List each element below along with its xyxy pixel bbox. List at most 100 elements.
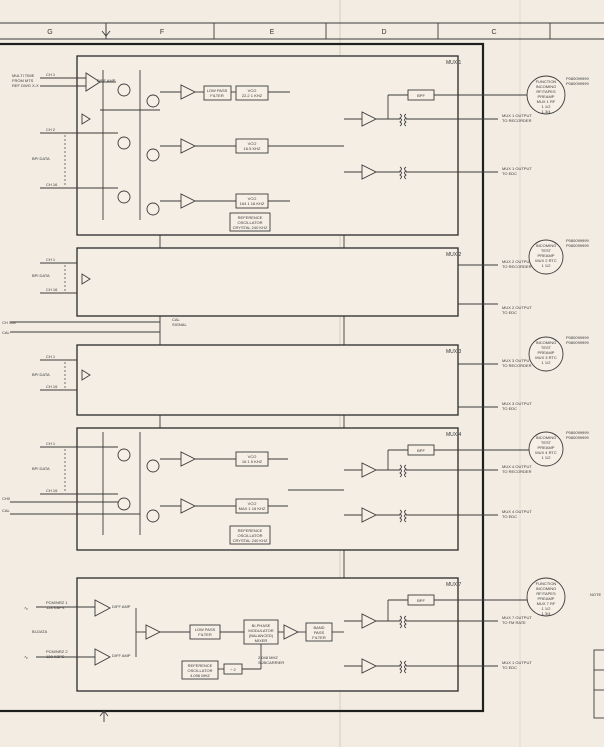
mux1-callout-line7: 1 3/4 <box>542 109 552 114</box>
mux2-left-note-2: CAL <box>2 330 11 335</box>
grid-col-c: C <box>491 29 496 36</box>
mux1-callout-line3: RF/TAPES <box>536 89 556 94</box>
mux4-ch15-label: CH 15 <box>46 488 58 493</box>
mux7-refosc-line3: 4.096 MHZ <box>190 673 210 678</box>
mux3-label: MUX 3 <box>446 349 462 355</box>
mux7-lowpass-line2: FILTER <box>198 632 212 637</box>
mux7-transformer-2-icon <box>399 660 407 674</box>
mux7-callout-line5: MUX 7 RF <box>537 601 556 606</box>
mux2-box <box>76 247 459 317</box>
mux1-transformer-2-icon <box>399 166 407 180</box>
mux4-out1-line2: TO RECORDER <box>502 469 532 474</box>
grid-col-e: E <box>270 29 275 36</box>
mux1-section: MUX 1 MULTI TIME FROM MTS REF DWG X-X CH… <box>12 55 589 236</box>
mux4-callout-line2: TEST <box>541 440 552 445</box>
mux7-data-label: BI-DATA <box>32 629 48 634</box>
mux3-out1-line1: MUX 3 OUTPUT <box>502 358 532 363</box>
mux7-label: MUX 7 <box>446 582 462 588</box>
grid-col-g: G <box>47 29 52 36</box>
mux4-vco2-line1: VCO <box>248 501 257 506</box>
grid-ruler-top: G F E D C <box>0 22 604 40</box>
mux2-callout-line3: PREAMP <box>538 253 555 258</box>
mux1-small-triangle-icon <box>81 113 91 125</box>
mux4-section: MUX 4 CH 1 CH 15 BPI DATA CH0 CAL VCO 16… <box>2 427 589 551</box>
mux2-left-note-1: CH 108 <box>2 320 16 325</box>
mux7-input1-line1: PCM/NRZ 1 <box>46 600 68 605</box>
mux1-out1-line1: MUX 1 OUTPUT <box>502 113 532 118</box>
mux2-small-triangle-icon <box>81 273 91 285</box>
mux4-reference-oscillator <box>229 525 271 545</box>
mux2-ch16-label: CH 16 <box>46 287 58 292</box>
mux7-section: MUX 7 PCM/NRZ 1 128 KBPS PCM/NRZ 2 128 K… <box>24 577 601 692</box>
mux1-out2-line1: MUX 1 OUTPUT <box>502 166 532 171</box>
mux7-refosc-line1: REFERENCE <box>188 663 213 668</box>
mux2-callout-line4: MUX 2 RTC <box>535 258 557 263</box>
mux2-ch1-label: CH 1 <box>46 257 56 262</box>
mux4-callout-line1: INCOMING <box>536 435 556 440</box>
mux1-vco2-line1: VCO <box>248 141 257 146</box>
mux4-refosc-line3: CRYSTAL 240 KHZ <box>233 538 268 543</box>
mux1-out2-line2: TO EDC <box>502 171 517 176</box>
mux4-label: MUX 4 <box>446 432 462 438</box>
mux4-callout-line3: PREAMP <box>538 445 555 450</box>
mux7-input2-line2: 128 KBPS <box>46 654 65 659</box>
center-arrow-bottom-icon <box>99 710 109 722</box>
mux7-modulator-line2: MODULATOR <box>248 628 273 633</box>
mux2-callout-line5: 1 1/2 <box>542 263 552 268</box>
mux3-callout-line1: INCOMING <box>536 340 556 345</box>
mux1-note-3: REF DWG X-X <box>12 83 39 88</box>
mux1-diff-amp-icon <box>85 72 101 92</box>
mux4-vco2-line2: MAX 1 16 KHZ <box>239 506 266 511</box>
mux4-refosc-line1: REFERENCE <box>238 528 263 533</box>
mux1-callout-line6: 1 1/2 <box>542 104 552 109</box>
mux7-input2-symbol-icon: ∿ <box>24 655 28 661</box>
mux1-vco-1 <box>235 85 269 101</box>
mux7-modulator-line4: MIXER <box>255 638 268 643</box>
mux1-callout-line4: PREAMP <box>538 94 555 99</box>
mux1-side-code-2: P080099999 <box>566 81 589 86</box>
mux7-modulator-line3: (BALANCED) <box>249 633 274 638</box>
mux3-callout-line4: MUX 3 RTC <box>535 355 557 360</box>
mux7-callout-circle <box>526 577 566 617</box>
mux2-label: MUX 2 <box>446 252 462 258</box>
mux2-cal-note-2: SIGNAL <box>172 322 187 327</box>
mux7-bpf-label: BPF <box>417 598 425 603</box>
mux1-vco1-line2: 22.2 1 KHZ <box>242 93 263 98</box>
mux1-ch2-label: CH 2 <box>46 127 56 132</box>
mux3-box <box>76 344 459 416</box>
mux7-callout-line7: 1 3/4 <box>542 611 552 616</box>
mux2-out1-line1: MUX 2 OUTPUT <box>502 259 532 264</box>
grid-col-d: D <box>381 29 386 36</box>
mux3-out2-line2: TO EDC <box>502 406 517 411</box>
mux1-callout-line5: MUX 1 RF <box>537 99 556 104</box>
mux1-callout-circle <box>526 75 566 115</box>
mux2-callout-circle <box>528 239 564 275</box>
mux7-refosc-line2: OSCILLATOR <box>188 668 213 673</box>
mux7-callout-line4: PREAMP <box>538 596 555 601</box>
mux4-left-note-1: CH0 <box>2 496 11 501</box>
mux1-ch16-label: CH 16 <box>46 182 58 187</box>
mux7-lowpass-line1: LOW PASS <box>195 627 216 632</box>
mux4-side-code-1: P080099999 <box>566 430 589 435</box>
outer-frame <box>0 42 485 713</box>
mux3-callout-line2: TEST <box>541 345 552 350</box>
mux1-transistor-5-icon <box>117 190 131 204</box>
mux4-out1-line1: MUX 4 OUTPUT <box>502 464 532 469</box>
mux7-input1-symbol-icon: ∿ <box>24 606 28 612</box>
mux3-data-label: BPI DATA <box>32 372 50 377</box>
mux7-out2-line1: MUX 1 OUTPUT <box>502 660 532 665</box>
mux4-transistor-3-icon <box>117 497 131 511</box>
mux4-out2-line2: TO EDC <box>502 514 517 519</box>
mux7-subcarrier-line1: 2.048 MHZ <box>258 655 278 660</box>
mux4-transistor-1-icon <box>117 448 131 462</box>
mux3-callout-line3: PREAMP <box>538 350 555 355</box>
mux7-divider-label: ÷ 2 <box>230 667 236 672</box>
mux2-out2-line2: TO EDC <box>502 310 517 315</box>
mux7-bpf-mid-line2: PASS <box>314 630 325 635</box>
mux7-bpf-mid-line1: BAND <box>313 625 324 630</box>
mux4-ch1-label: CH 1 <box>46 441 56 446</box>
center-arrow-top-icon <box>101 25 111 37</box>
mux7-callout-line1: FUNCTION <box>536 581 557 586</box>
mux7-modulator-line1: BI-PHASE <box>252 623 271 628</box>
